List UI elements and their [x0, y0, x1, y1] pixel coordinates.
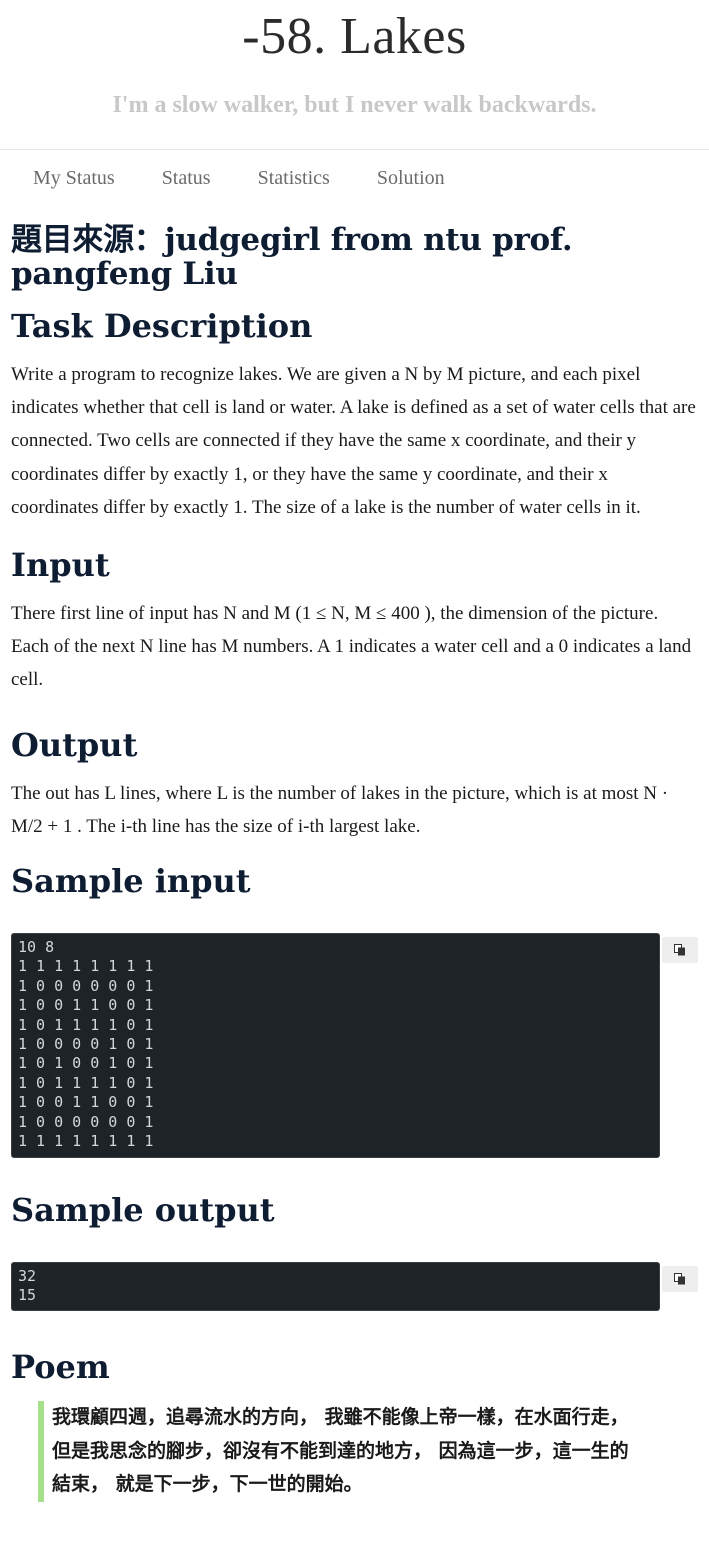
output-description: The out has L lines, where L is the numb…	[11, 782, 669, 837]
copy-sample-output-button[interactable]	[662, 1265, 698, 1292]
site-title[interactable]: -58. Lakes	[242, 8, 467, 65]
poem-heading: Poem	[11, 1348, 110, 1387]
site-header: -58. Lakes I'm a slow walker, but I neve…	[0, 0, 709, 150]
sample-output-code[interactable]: 32 15	[11, 1261, 660, 1312]
sample-input-block: 10 8 1 1 1 1 1 1 1 1 1 0 0 0 0 0 0 1 1 0…	[11, 933, 698, 1158]
copy-sample-input-button[interactable]	[662, 937, 698, 964]
poem-line: 我環顧四週，追尋流水的方向， 我雖不能像上帝一樣，在水面行走，	[52, 1406, 629, 1429]
input-description: There first line of input has N and M (1…	[11, 603, 692, 691]
site-tagline: I'm a slow walker, but I never walk back…	[112, 92, 597, 118]
sample-input-code[interactable]: 10 8 1 1 1 1 1 1 1 1 1 0 0 0 0 0 0 1 1 0…	[11, 933, 660, 1158]
task-heading: Task Description	[11, 307, 313, 345]
problem-source: 題目來源：judgegirl from ntu prof. pangfeng L…	[11, 222, 573, 292]
output-heading: Output	[11, 725, 138, 764]
nav-status[interactable]: Status	[161, 166, 211, 189]
sample-output-heading: Sample output	[11, 1190, 275, 1229]
nav-statistics[interactable]: Statistics	[257, 166, 330, 189]
nav-solution[interactable]: Solution	[376, 166, 445, 189]
problem-content: 題目來源：judgegirl from ntu prof. pangfeng L…	[0, 223, 709, 1502]
poem-quote: 我環顧四週，追尋流水的方向， 我雖不能像上帝一樣，在水面行走， 但是我思念的腳步…	[38, 1401, 698, 1502]
copy-icon	[674, 944, 685, 956]
poem-line: 但是我思念的腳步，卻沒有不能到達的地方， 因為這一步，這一生的	[52, 1439, 629, 1462]
copy-icon	[674, 1272, 685, 1284]
sample-output-block: 32 15	[11, 1261, 698, 1312]
nav-my-status[interactable]: My Status	[33, 166, 115, 189]
top-nav: My Status Status Statistics Solution	[0, 150, 709, 206]
sample-input-heading: Sample input	[11, 862, 251, 901]
input-heading: Input	[11, 546, 110, 585]
task-description: Write a program to recognize lakes. We a…	[11, 364, 696, 518]
poem-line: 結束， 就是下一步，下一世的開始。	[52, 1473, 363, 1496]
